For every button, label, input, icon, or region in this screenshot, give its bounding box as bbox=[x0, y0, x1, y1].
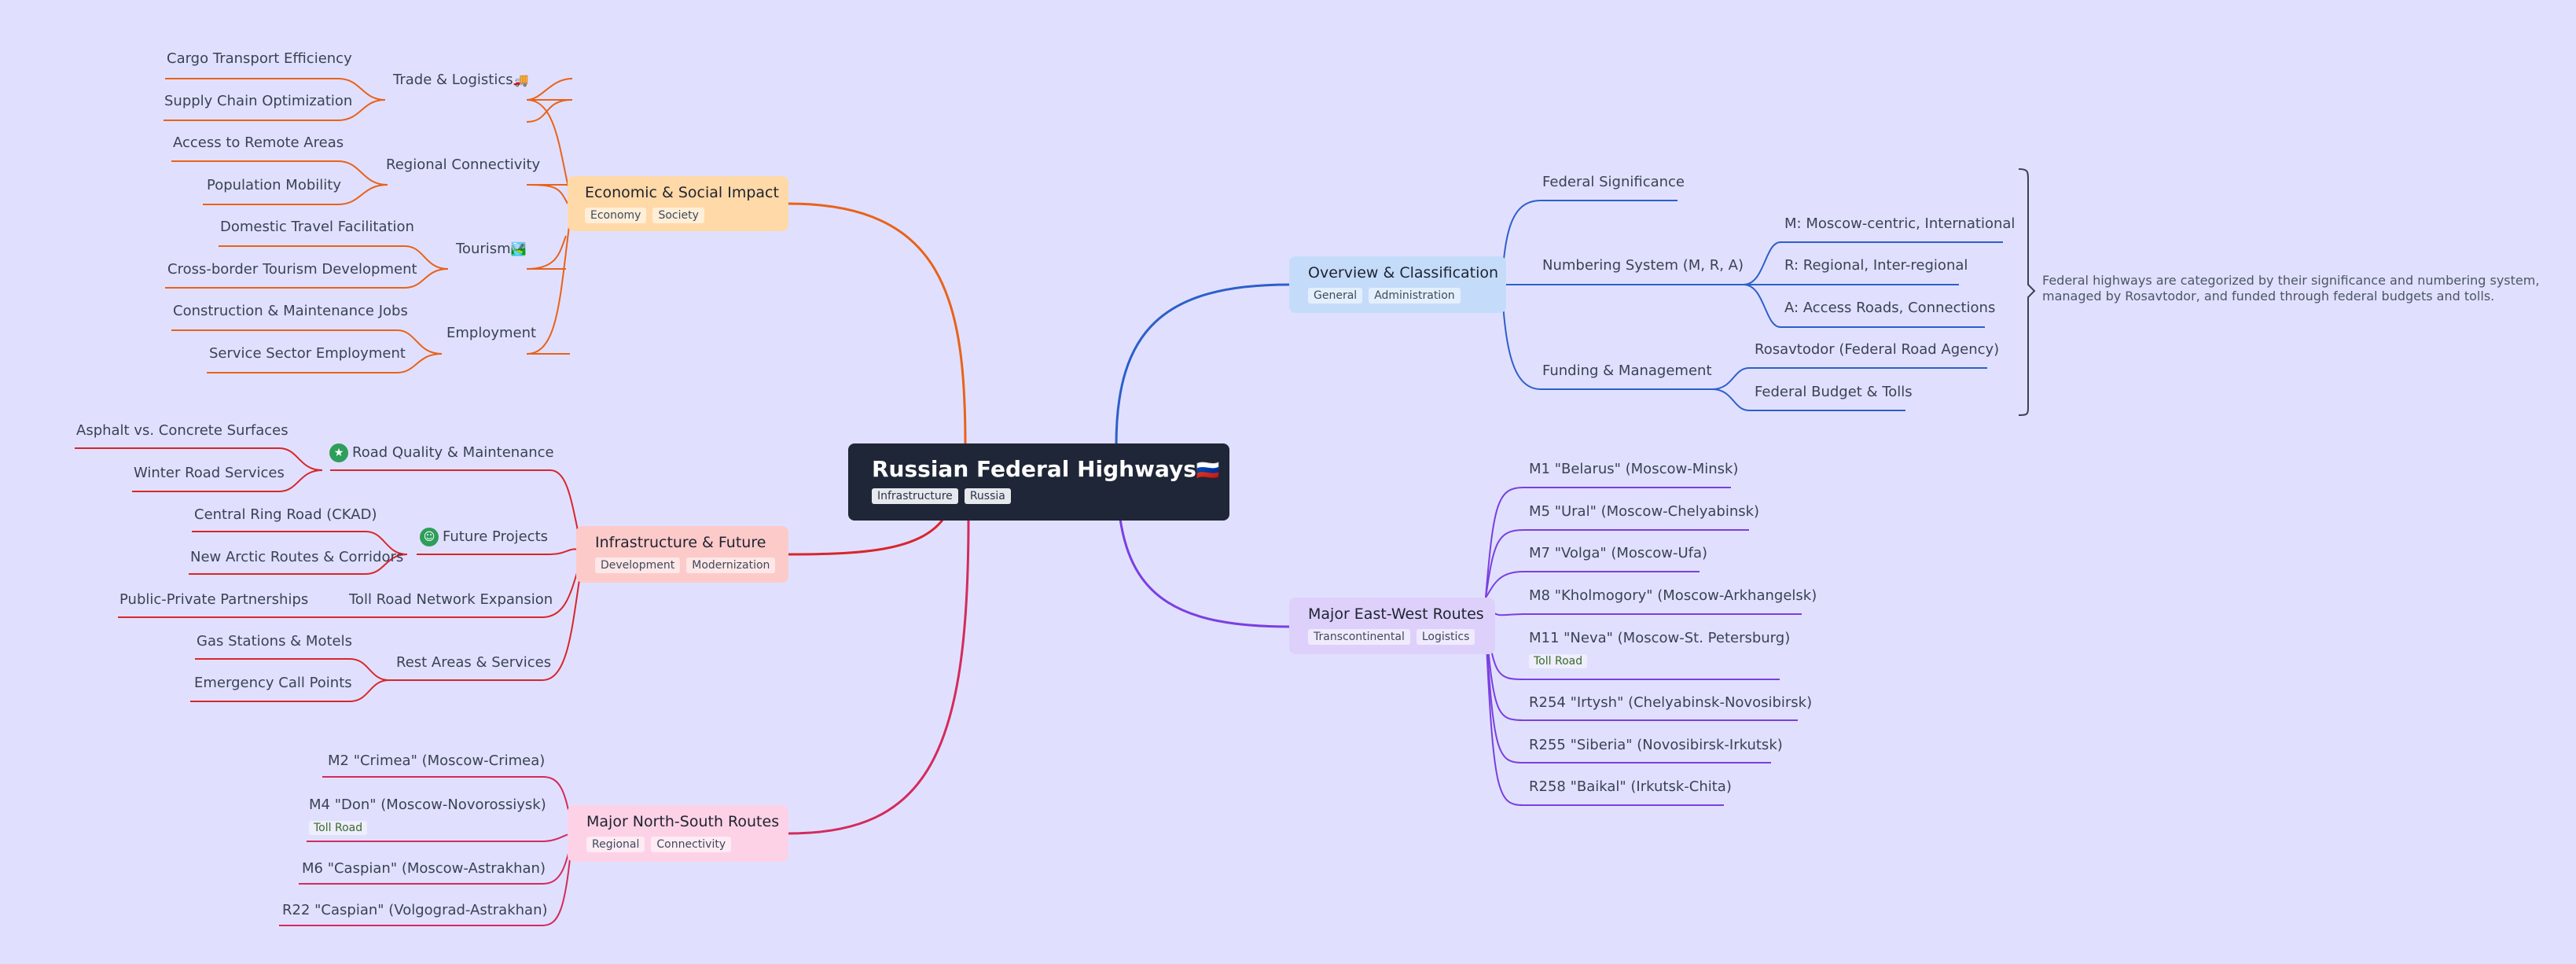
employment-subitem[interactable]: Construction & Maintenance Jobs bbox=[173, 303, 408, 319]
tag: Russia bbox=[964, 488, 1011, 504]
future-subitem[interactable]: New Arctic Routes & Corridors bbox=[190, 549, 404, 565]
employment-item[interactable]: Employment bbox=[446, 325, 537, 341]
overview-tags: General Administration bbox=[1308, 288, 1487, 304]
tag: Logistics bbox=[1416, 629, 1475, 645]
rest-subitem[interactable]: Emergency Call Points bbox=[194, 675, 352, 691]
economic-title: Economic & Social Impact bbox=[585, 184, 779, 201]
route-item[interactable]: M5 "Ural" (Moscow-Chelyabinsk) bbox=[1529, 503, 1760, 520]
tag: Infrastructure bbox=[872, 488, 958, 504]
funding-item[interactable]: Federal Budget & Tolls bbox=[1755, 384, 1913, 400]
overview-item[interactable]: Federal Significance bbox=[1542, 174, 1685, 190]
tourism-subitem[interactable]: Domestic Travel Facilitation bbox=[220, 219, 414, 235]
root-node[interactable]: Russian Federal Highways🇷🇺 Infrastructur… bbox=[848, 443, 1229, 521]
funding-item[interactable]: Rosavtodor (Federal Road Agency) bbox=[1755, 341, 2000, 358]
regional-item[interactable]: Regional Connectivity bbox=[386, 156, 541, 173]
route-item[interactable]: R254 "Irtysh" (Chelyabinsk-Novosibirsk) bbox=[1529, 694, 1813, 711]
future-item[interactable]: Future Projects bbox=[443, 528, 549, 545]
tag: General bbox=[1308, 288, 1363, 304]
tag: Society bbox=[652, 208, 704, 223]
route-item[interactable]: M1 "Belarus" (Moscow-Minsk) bbox=[1529, 461, 1739, 477]
toll-subitem[interactable]: Public-Private Partnerships bbox=[119, 591, 309, 608]
road-quality-subitem[interactable]: Asphalt vs. Concrete Surfaces bbox=[76, 422, 288, 439]
route-item[interactable]: M7 "Volga" (Moscow-Ufa) bbox=[1529, 545, 1708, 561]
russia-flag-icon: 🇷🇺 bbox=[1196, 459, 1220, 481]
eastwest-tags: Transcontinental Logistics bbox=[1308, 629, 1476, 645]
northsouth-node[interactable]: Major North-South Routes Regional Connec… bbox=[568, 805, 788, 862]
numbering-item[interactable]: M: Moscow-centric, International bbox=[1784, 215, 2016, 232]
root-tags: Infrastructure Russia bbox=[872, 488, 1206, 504]
eastwest-node[interactable]: Major East-West Routes Transcontinental … bbox=[1289, 598, 1495, 654]
future-subitem[interactable]: Central Ring Road (CKAD) bbox=[194, 506, 377, 523]
road-quality-subitem[interactable]: Winter Road Services bbox=[134, 465, 285, 481]
route-item[interactable]: M11 "Neva" (Moscow-St. Petersburg) bbox=[1529, 630, 1791, 646]
overview-item[interactable]: Numbering System (M, R, A) bbox=[1542, 257, 1744, 274]
route-item[interactable]: R22 "Caspian" (Volgograd-Astrakhan) bbox=[282, 902, 548, 918]
root-title: Russian Federal Highways🇷🇺 bbox=[872, 456, 1220, 482]
infrastructure-title: Infrastructure & Future bbox=[595, 534, 766, 551]
rest-subitem[interactable]: Gas Stations & Motels bbox=[197, 633, 352, 649]
overview-title: Overview & Classification bbox=[1308, 264, 1499, 281]
infrastructure-tags: Development Modernization bbox=[595, 557, 776, 573]
smile-icon: ☺ bbox=[420, 528, 439, 546]
route-item[interactable]: M4 "Don" (Moscow-Novorossiysk) bbox=[309, 797, 546, 813]
economic-tags: Economy Society bbox=[585, 208, 771, 223]
star-icon: ★ bbox=[329, 443, 348, 462]
regional-subitem[interactable]: Population Mobility bbox=[207, 177, 341, 193]
route-item[interactable]: R258 "Baikal" (Irkutsk-Chita) bbox=[1529, 778, 1732, 795]
overview-node[interactable]: Overview & Classification General Admini… bbox=[1289, 256, 1506, 313]
economic-node[interactable]: Economic & Social Impact Economy Society bbox=[568, 176, 788, 231]
tag: Administration bbox=[1369, 288, 1461, 304]
regional-subitem[interactable]: Access to Remote Areas bbox=[173, 134, 344, 151]
numbering-item[interactable]: A: Access Roads, Connections bbox=[1784, 300, 1996, 316]
toll-expansion-item[interactable]: Toll Road Network Expansion bbox=[349, 591, 553, 608]
northsouth-title: Major North-South Routes bbox=[586, 813, 780, 830]
tag: Transcontinental bbox=[1308, 629, 1410, 645]
tourism-item[interactable]: Tourism🏞️ bbox=[456, 241, 527, 257]
road-quality-item[interactable]: Road Quality & Maintenance bbox=[352, 444, 554, 461]
trade-subitem[interactable]: Supply Chain Optimization bbox=[164, 93, 353, 109]
route-item[interactable]: M8 "Kholmogory" (Moscow-Arkhangelsk) bbox=[1529, 587, 1817, 604]
eastwest-title: Major East-West Routes bbox=[1308, 605, 1484, 623]
employment-subitem[interactable]: Service Sector Employment bbox=[209, 345, 406, 362]
numbering-item[interactable]: R: Regional, Inter-regional bbox=[1784, 257, 1968, 274]
tag: Connectivity bbox=[651, 837, 732, 852]
tag: Regional bbox=[586, 837, 645, 852]
tourism-subitem[interactable]: Cross-border Tourism Development bbox=[167, 261, 417, 278]
route-item[interactable]: R255 "Siberia" (Novosibirsk-Irkutsk) bbox=[1529, 737, 1783, 753]
northsouth-tags: Regional Connectivity bbox=[586, 837, 770, 852]
landscape-icon: 🏞️ bbox=[510, 241, 527, 256]
toll-road-tag: Toll Road bbox=[1529, 654, 1588, 668]
trade-item[interactable]: Trade & Logistics🚚 bbox=[393, 72, 529, 88]
truck-icon: 🚚 bbox=[513, 72, 529, 87]
overview-summary: Federal highways are categorized by thei… bbox=[2042, 273, 2540, 304]
tag: Modernization bbox=[686, 557, 776, 573]
route-item[interactable]: M6 "Caspian" (Moscow-Astrakhan) bbox=[302, 860, 546, 877]
infrastructure-node[interactable]: Infrastructure & Future Development Mode… bbox=[576, 526, 788, 583]
trade-subitem[interactable]: Cargo Transport Efficiency bbox=[167, 50, 352, 67]
tag: Economy bbox=[585, 208, 647, 223]
tag: Development bbox=[595, 557, 681, 573]
route-item[interactable]: M2 "Crimea" (Moscow-Crimea) bbox=[328, 752, 546, 769]
rest-areas-item[interactable]: Rest Areas & Services bbox=[396, 654, 552, 671]
overview-item[interactable]: Funding & Management bbox=[1542, 362, 1712, 379]
toll-road-tag: Toll Road bbox=[309, 821, 368, 835]
